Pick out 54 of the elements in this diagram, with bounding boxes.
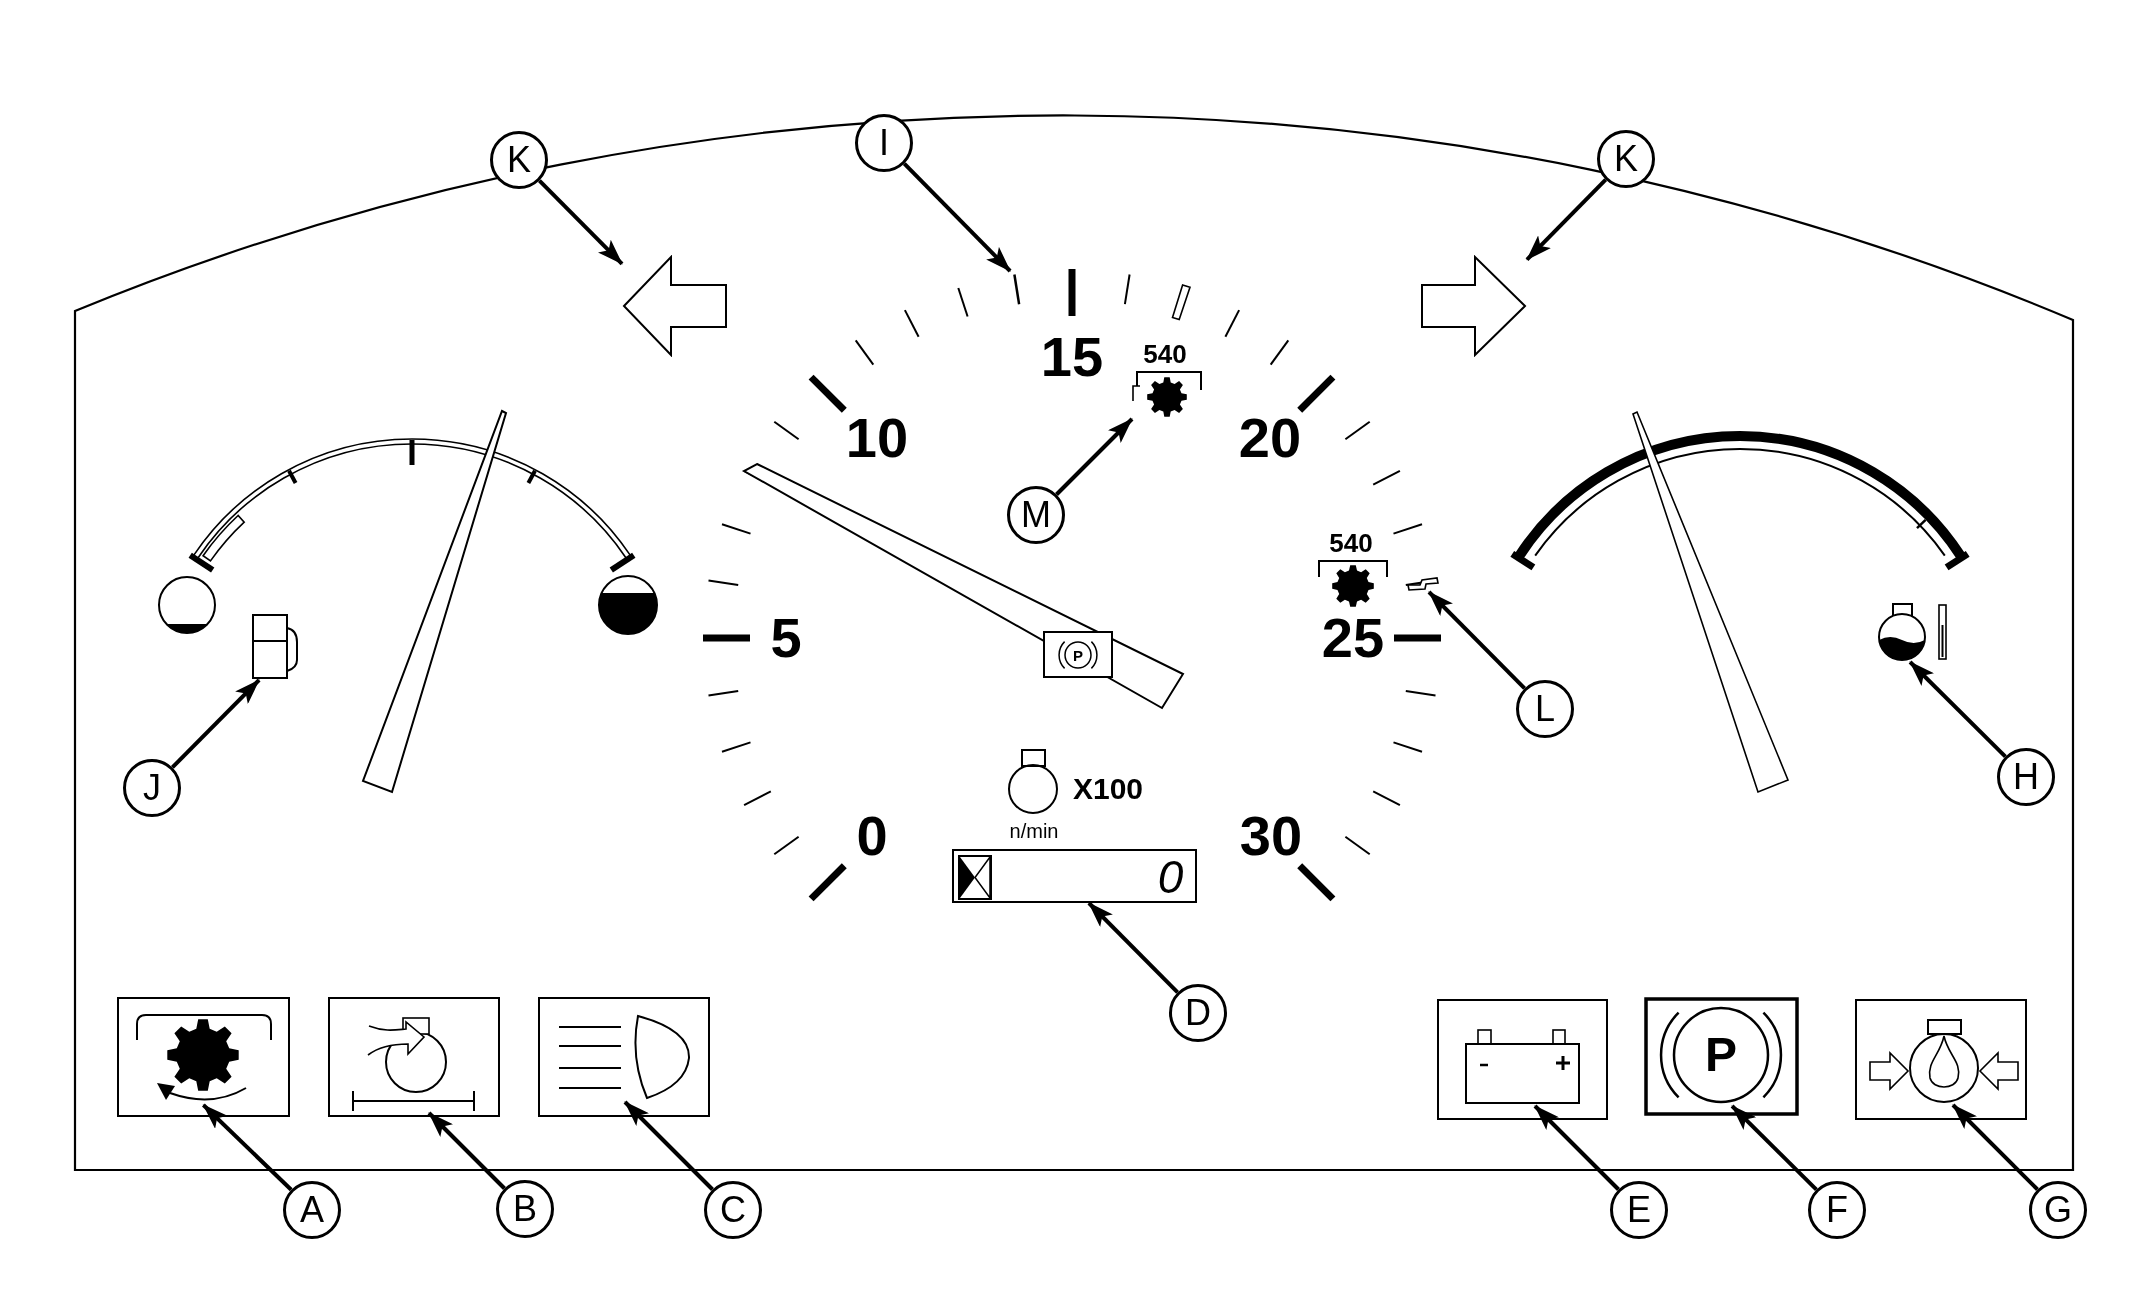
leader-line [427, 1111, 506, 1190]
dial-number: 15 [1040, 329, 1104, 385]
dial-number: 25 [1321, 610, 1385, 666]
indicator-window [1043, 631, 1113, 678]
leader-line [1087, 901, 1180, 994]
multiplier-label: X100 [1072, 774, 1144, 804]
callout-letter: A [283, 1181, 341, 1239]
callout-letter: I [855, 114, 913, 172]
turn-signal-arrow [622, 255, 728, 357]
leader-line [1908, 660, 2007, 759]
leader-line [902, 162, 1012, 273]
leader-line [1055, 417, 1134, 496]
fuel-pump-icon [250, 613, 300, 680]
display-digit: 0 [1157, 853, 1184, 900]
headlight-icon [556, 1012, 693, 1102]
leader-line [1427, 590, 1527, 690]
dial-number: 5 [770, 610, 802, 666]
leader-line [1951, 1103, 2039, 1191]
callout-letter: G [2029, 1181, 2087, 1239]
turn-signal-arrow [1420, 255, 1527, 357]
battery-icon [1463, 1027, 1582, 1106]
leader-line [1533, 1104, 1620, 1191]
callout-letter: K [1597, 130, 1655, 188]
leader-line [623, 1100, 714, 1191]
unit-label: n/min [1009, 821, 1059, 841]
coolant-temperature-icon [1876, 602, 1949, 662]
callout-letter: M [1007, 486, 1065, 544]
gear-icon [1131, 369, 1203, 419]
symbol-letter: P [1705, 1031, 1737, 1079]
dial-number: 30 [1239, 808, 1303, 864]
parking-brake-symbol [1657, 1004, 1785, 1106]
dial-number: 0 [856, 808, 888, 864]
callout-letter: E [1610, 1181, 1668, 1239]
leader-line [1730, 1104, 1818, 1192]
marker-icon [1405, 575, 1440, 592]
callout-letter: K [490, 131, 548, 189]
leader-line [202, 1103, 293, 1192]
callout-letter: C [704, 1181, 762, 1239]
callout-letter: L [1516, 680, 1574, 738]
callout-letter: B [496, 1180, 554, 1238]
callout-letter: D [1169, 984, 1227, 1042]
dial-number: 20 [1238, 410, 1302, 466]
speed-marking: 540 [1329, 530, 1373, 556]
oil-drop-icon [1867, 1017, 2020, 1105]
indicator-letter: P [1073, 647, 1083, 663]
dial-number: 10 [845, 410, 909, 466]
speed-marking: 540 [1143, 341, 1187, 367]
callout-letter: H [1997, 748, 2055, 806]
leader-line [538, 179, 624, 266]
callout-letter: J [123, 759, 181, 817]
leader-line [1525, 178, 1608, 261]
callout-letter: F [1808, 1181, 1866, 1239]
display-screen [952, 849, 1197, 903]
leader-line [170, 678, 261, 769]
